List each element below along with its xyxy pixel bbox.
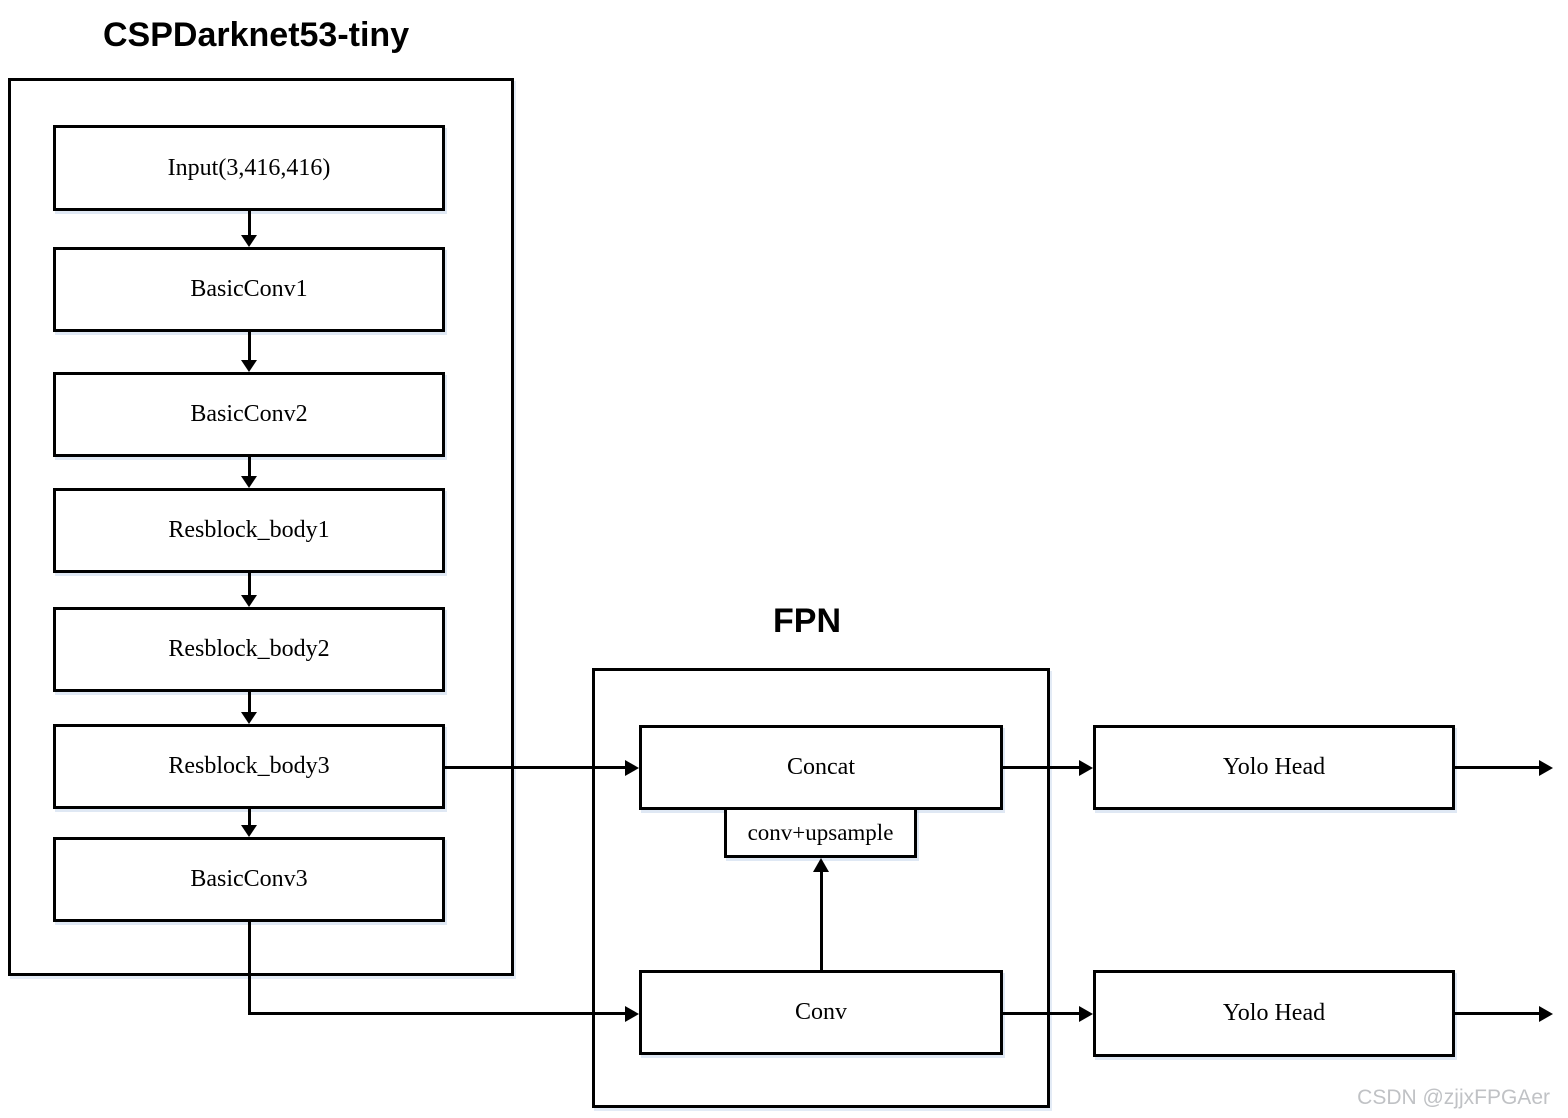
arrow-head-conv-to-upsample	[813, 858, 829, 872]
csdn-watermark: CSDN @zjjxFPGAer	[1357, 1086, 1550, 1109]
arrow-head-yolohead-top-output	[1539, 760, 1553, 776]
arrow-line-concat-to-yolohead-top	[1003, 766, 1079, 769]
arrow-head-basicconv1-to-basicconv2	[241, 360, 257, 372]
arrow-line-basicconv3-to-conv	[248, 1012, 625, 1015]
arrow-head-resblock1-to-resblock2	[241, 595, 257, 607]
arrow-head-basicconv2-to-resblock1	[241, 476, 257, 488]
arrow-line-yolohead-bottom-output	[1455, 1012, 1539, 1015]
block-basicconv1: BasicConv1	[53, 247, 445, 332]
arrow-line-basicconv1-to-basicconv2	[248, 332, 251, 360]
arrow-head-concat-to-yolohead-top	[1079, 760, 1093, 776]
fpn-title: FPN	[773, 602, 841, 640]
arrow-line-resblock1-to-resblock2	[248, 573, 251, 595]
arrow-line-conv-to-upsample	[820, 869, 823, 970]
block-resblock-body3: Resblock_body3	[53, 724, 445, 809]
arrow-line-resblock3-to-concat	[445, 766, 625, 769]
arrow-line-basicconv2-to-resblock1	[248, 457, 251, 476]
fpn-conv-upsample-box: conv+upsample	[724, 807, 917, 858]
arrow-line-resblock2-to-resblock3	[248, 692, 251, 712]
backbone-group-box	[8, 78, 514, 976]
fpn-conv-box: Conv	[639, 970, 1003, 1055]
fpn-concat-box: Concat	[639, 725, 1003, 810]
block-basicconv3: BasicConv3	[53, 837, 445, 922]
fpn-group-box	[592, 668, 1050, 1108]
block-basicconv2: BasicConv2	[53, 372, 445, 457]
backbone-title: CSPDarknet53-tiny	[103, 16, 410, 54]
arrow-head-yolohead-bottom-output	[1539, 1006, 1553, 1022]
arrow-line-basicconv3-down	[248, 922, 251, 1015]
block-input: Input(3,416,416)	[53, 125, 445, 211]
block-resblock-body2: Resblock_body2	[53, 607, 445, 692]
arrow-line-input-to-basicconv1	[248, 211, 251, 236]
arrow-head-input-to-basicconv1	[241, 235, 257, 247]
arrow-line-yolohead-top-output	[1455, 766, 1539, 769]
arrow-head-resblock3-to-basicconv3	[241, 825, 257, 837]
arrow-line-conv-to-yolohead-bottom	[1003, 1012, 1079, 1015]
arrow-head-basicconv3-to-conv	[625, 1006, 639, 1022]
block-resblock-body1: Resblock_body1	[53, 488, 445, 573]
yolo-head-top-box: Yolo Head	[1093, 725, 1455, 810]
yolo-head-bottom-box: Yolo Head	[1093, 970, 1455, 1057]
arrow-head-resblock3-to-concat	[625, 760, 639, 776]
arrow-head-resblock2-to-resblock3	[241, 712, 257, 724]
arrow-line-resblock3-to-basicconv3	[248, 809, 251, 825]
arrow-head-conv-to-yolohead-bottom	[1079, 1006, 1093, 1022]
